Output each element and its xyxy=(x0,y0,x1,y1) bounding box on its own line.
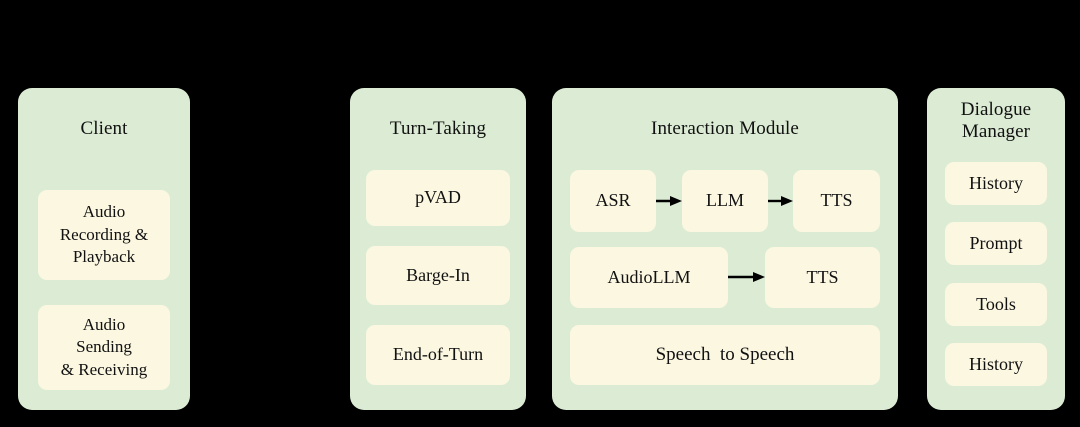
box-end-of-turn: End-of-Turn xyxy=(366,325,510,385)
box-tts-cascaded: TTS xyxy=(793,170,880,232)
box-asr: ASR xyxy=(570,170,656,232)
box-tools: Tools xyxy=(945,283,1047,326)
box-tts-audiollm: TTS xyxy=(765,247,880,308)
box-audio-sending-receiving: Audio Sending & Receiving xyxy=(38,305,170,390)
box-history-1: History xyxy=(945,162,1047,205)
box-audiollm: AudioLLM xyxy=(570,247,728,308)
panel-turn-taking: Turn-Taking pVAD Barge-In End-of-Turn xyxy=(350,88,526,410)
arrow-asr-to-llm xyxy=(656,196,682,206)
arrow-audiollm-to-tts xyxy=(728,272,765,282)
panel-dialogue-manager-title: Dialogue Manager xyxy=(960,99,1032,143)
panel-interaction-module: Interaction Module ASR LLM TTS AudioLLM … xyxy=(552,88,898,410)
panel-interaction-module-title: Interaction Module xyxy=(651,118,799,139)
box-history-2: History xyxy=(945,343,1047,386)
panel-client-title: Client xyxy=(80,118,128,139)
arrow-llm-to-tts xyxy=(768,196,793,206)
box-speech-to-speech: Speech to Speech xyxy=(570,325,880,385)
panel-client: Client Audio Recording & Playback Audio … xyxy=(18,88,190,410)
box-pvad: pVAD xyxy=(366,170,510,226)
box-barge-in: Barge-In xyxy=(366,246,510,305)
box-llm: LLM xyxy=(682,170,768,232)
panel-turn-taking-title: Turn-Taking xyxy=(389,118,487,139)
panel-dialogue-manager: Dialogue Manager History Prompt Tools Hi… xyxy=(927,88,1065,410)
box-audio-recording-playback: Audio Recording & Playback xyxy=(38,190,170,280)
box-prompt: Prompt xyxy=(945,222,1047,265)
